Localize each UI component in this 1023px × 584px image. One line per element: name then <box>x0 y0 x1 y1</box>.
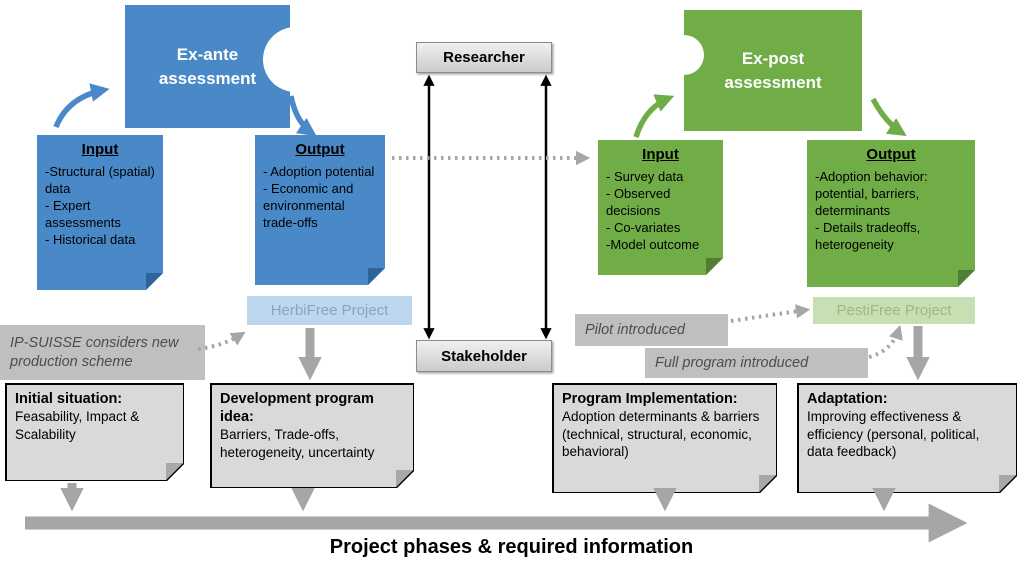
ex-ante-input-line: - Expert assessments <box>45 198 121 231</box>
phase-note-body: Barriers, Trade-offs, heterogeneity, unc… <box>220 427 375 460</box>
ex-post-output-line: -Adoption behavior: potential, barriers,… <box>815 168 928 219</box>
ex-ante-input-title: Input <box>81 141 119 158</box>
ex-ante-input-arrow <box>53 83 110 129</box>
ex-post-output-note: Output -Adoption behavior: potential, ba… <box>807 140 975 287</box>
herbifree-project-bar: HerbiFree Project <box>247 296 412 325</box>
puzzle-notch-circle <box>664 35 704 75</box>
ex-post-input-line: -Model outcome <box>606 237 700 253</box>
phase-note-body: Improving effectiveness & efficiency (pe… <box>807 409 980 460</box>
ex-ante-assessment-box: Ex-ante assessment <box>125 5 290 128</box>
timeline-caption: Project phases & required information <box>329 536 694 558</box>
ex-ante-output-title: Output <box>295 141 345 158</box>
ex-post-input-arrow <box>633 94 675 138</box>
ex-ante-output-arrow <box>288 95 317 137</box>
phase-note-title: Development program idea: <box>220 391 374 426</box>
ex-post-assessment-title: Ex-post assessment <box>724 48 822 92</box>
full-program-to-pestifree-dashed-arrow <box>868 324 903 359</box>
pestifree-project-label: PestiFree Project <box>836 302 952 319</box>
ex-post-input-line: - Co-variates <box>606 220 681 236</box>
phase-note-program-implementation: Program Implementation: Adoption determi… <box>554 385 776 492</box>
herbifree-project-label: HerbiFree Project <box>270 302 389 319</box>
ip-suisse-label-box: IP-SUISSE considers new production schem… <box>0 325 205 380</box>
phase-note-adaptation: Adaptation: Improving effectiveness & ef… <box>799 385 1016 492</box>
phase-note-title: Program Implementation: <box>562 391 738 407</box>
ex-post-output-title: Output <box>866 146 916 163</box>
ex-ante-output-line: - Adoption potential <box>263 163 375 179</box>
pilot-introduced-label: Pilot introduced <box>585 321 685 338</box>
ex-ante-output-line: - Economic and environmental trade-offs <box>263 180 354 231</box>
phase-note-body: Adoption determinants & barriers (techni… <box>562 409 760 460</box>
pilot-to-pestifree-dashed-arrow <box>730 304 811 323</box>
ex-ante-input-note: Input -Structural (spatial) data - Exper… <box>37 135 163 290</box>
phase-note-initial-situation: Initial situation: Feasability, Impact &… <box>7 385 183 480</box>
ex-post-input-line: - Survey data <box>606 168 684 184</box>
pilot-introduced-box: Pilot introduced <box>575 314 728 346</box>
ex-post-input-line: - Observed decisions <box>606 185 671 219</box>
ex-post-assessment-box: Ex-post assessment <box>684 10 862 131</box>
phase-note-title: Adaptation: <box>807 391 888 407</box>
phase-note-development-program: Development program idea: Barriers, Trad… <box>212 385 413 487</box>
ex-post-output-arrow <box>870 97 907 137</box>
ex-ante-input-line: -Structural (spatial) data <box>45 163 155 196</box>
phase-note-title: Initial situation: <box>15 391 123 407</box>
phase-note-body: Feasability, Impact & Scalability <box>15 409 140 442</box>
ex-ante-input-line: - Historical data <box>45 232 136 248</box>
puzzle-ball-circle <box>263 27 328 92</box>
pestifree-project-bar: PestiFree Project <box>813 297 975 324</box>
ex-post-input-note: Input - Survey data - Observed decisions… <box>598 140 723 275</box>
stakeholder-label: Stakeholder <box>441 347 527 365</box>
full-program-introduced-label: Full program introduced <box>655 354 809 371</box>
researcher-label: Researcher <box>443 49 525 66</box>
researcher-box: Researcher <box>416 42 552 73</box>
stakeholder-box: Stakeholder <box>416 340 552 372</box>
ex-ante-assessment-title: Ex-ante assessment <box>158 44 257 88</box>
ip-suisse-label: IP-SUISSE considers new production schem… <box>10 334 179 370</box>
ex-ante-output-note: Output - Adoption potential - Economic a… <box>255 135 385 285</box>
full-program-introduced-box: Full program introduced <box>645 348 868 378</box>
ex-post-input-title: Input <box>642 146 679 163</box>
ex-post-output-line: - Details tradeoffs, heterogeneity <box>815 220 921 253</box>
